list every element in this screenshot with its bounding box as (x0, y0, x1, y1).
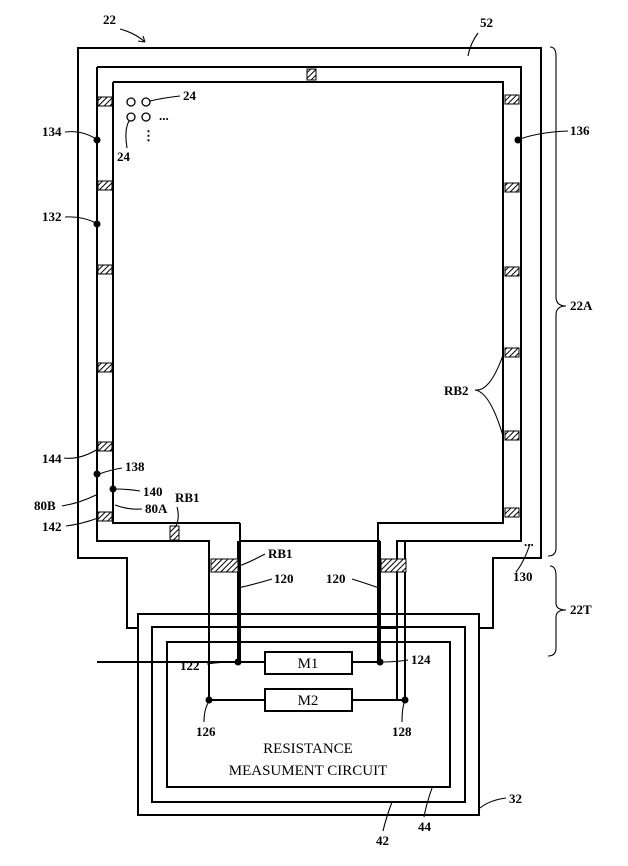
label-42: 42 (376, 833, 389, 848)
bridge-left-3 (97, 264, 113, 275)
label-24-bottom: 24 (117, 149, 131, 164)
tail-box-44 (151, 626, 466, 803)
conductive-path-80b (97, 66, 522, 663)
node-132 (93, 220, 101, 228)
bridge-right-3 (504, 266, 520, 277)
label-142: 142 (42, 519, 62, 534)
label-52: 52 (480, 15, 493, 30)
label-120-right: 120 (326, 571, 346, 586)
label-32: 32 (509, 791, 522, 806)
label-22: 22 (103, 12, 116, 27)
label-130-dots: ... (524, 534, 534, 549)
bridge-rb1-left (210, 558, 239, 573)
node-124 (376, 658, 384, 666)
label-144: 144 (42, 451, 62, 466)
bridge-left-5 (97, 441, 113, 452)
resistive-bridges (97, 68, 520, 573)
bridge-right-2 (504, 182, 520, 193)
label-126: 126 (196, 724, 216, 739)
bridge-bottom (169, 525, 180, 541)
label-44: 44 (418, 819, 432, 834)
pixel-circle (141, 112, 151, 122)
meter-m1-label: M1 (298, 656, 319, 672)
label-130: 130 (513, 569, 533, 584)
bridge-right-5 (504, 430, 520, 441)
label-80b: 80B (34, 498, 56, 513)
pixel-ellipsis: ... (159, 108, 169, 123)
label-rb1-upper: RB1 (175, 490, 200, 505)
label-138: 138 (125, 459, 145, 474)
label-140: 140 (143, 484, 163, 499)
label-24-top: 24 (183, 88, 197, 103)
pixel-circle (126, 97, 136, 107)
node-122 (234, 658, 242, 666)
label-22a: 22A (570, 298, 593, 313)
pixel-circle (141, 97, 151, 107)
meter-m1-box (264, 651, 353, 675)
resistance-circuit-box-42 (166, 641, 451, 788)
bridge-left-2 (97, 180, 113, 191)
node-138 (93, 470, 101, 478)
pixel-vdots: ⋮ (142, 128, 155, 143)
circuit-caption-line1: RESISTANCE (263, 741, 353, 757)
node-136 (514, 136, 522, 144)
meter-m2-label: M2 (298, 693, 319, 709)
label-134: 134 (42, 124, 62, 139)
node-126 (205, 696, 213, 704)
bridge-top (306, 68, 317, 81)
conductive-path-80a (113, 81, 504, 662)
label-120-left: 120 (274, 571, 294, 586)
bridge-rb1-right (380, 558, 407, 573)
meter-m2-box (264, 688, 353, 712)
tail-box-32 (137, 613, 480, 816)
pixel-array (126, 97, 151, 122)
label-80a: 80A (145, 501, 168, 516)
pixel-circle (126, 112, 136, 122)
leader-lines (61, 28, 569, 832)
circuit-caption-line2: MEASUMENT CIRCUIT (229, 763, 387, 779)
bridge-left-4 (97, 362, 113, 373)
bridge-left-6 (97, 511, 113, 522)
bridge-right-6 (504, 507, 520, 518)
conductive-path-80a-left (112, 82, 240, 524)
label-132: 132 (42, 209, 62, 224)
label-rb1-lower: RB1 (268, 546, 293, 561)
label-124: 124 (411, 652, 431, 667)
label-136: 136 (570, 123, 590, 138)
label-rb2: RB2 (444, 383, 469, 398)
label-22t: 22T (570, 602, 592, 617)
bridge-right-1 (504, 94, 520, 105)
bridge-right-4 (504, 347, 520, 358)
label-128: 128 (392, 724, 412, 739)
label-122: 122 (180, 658, 200, 673)
node-140 (109, 485, 117, 493)
bridge-left-1 (97, 96, 113, 107)
node-128 (401, 696, 409, 704)
